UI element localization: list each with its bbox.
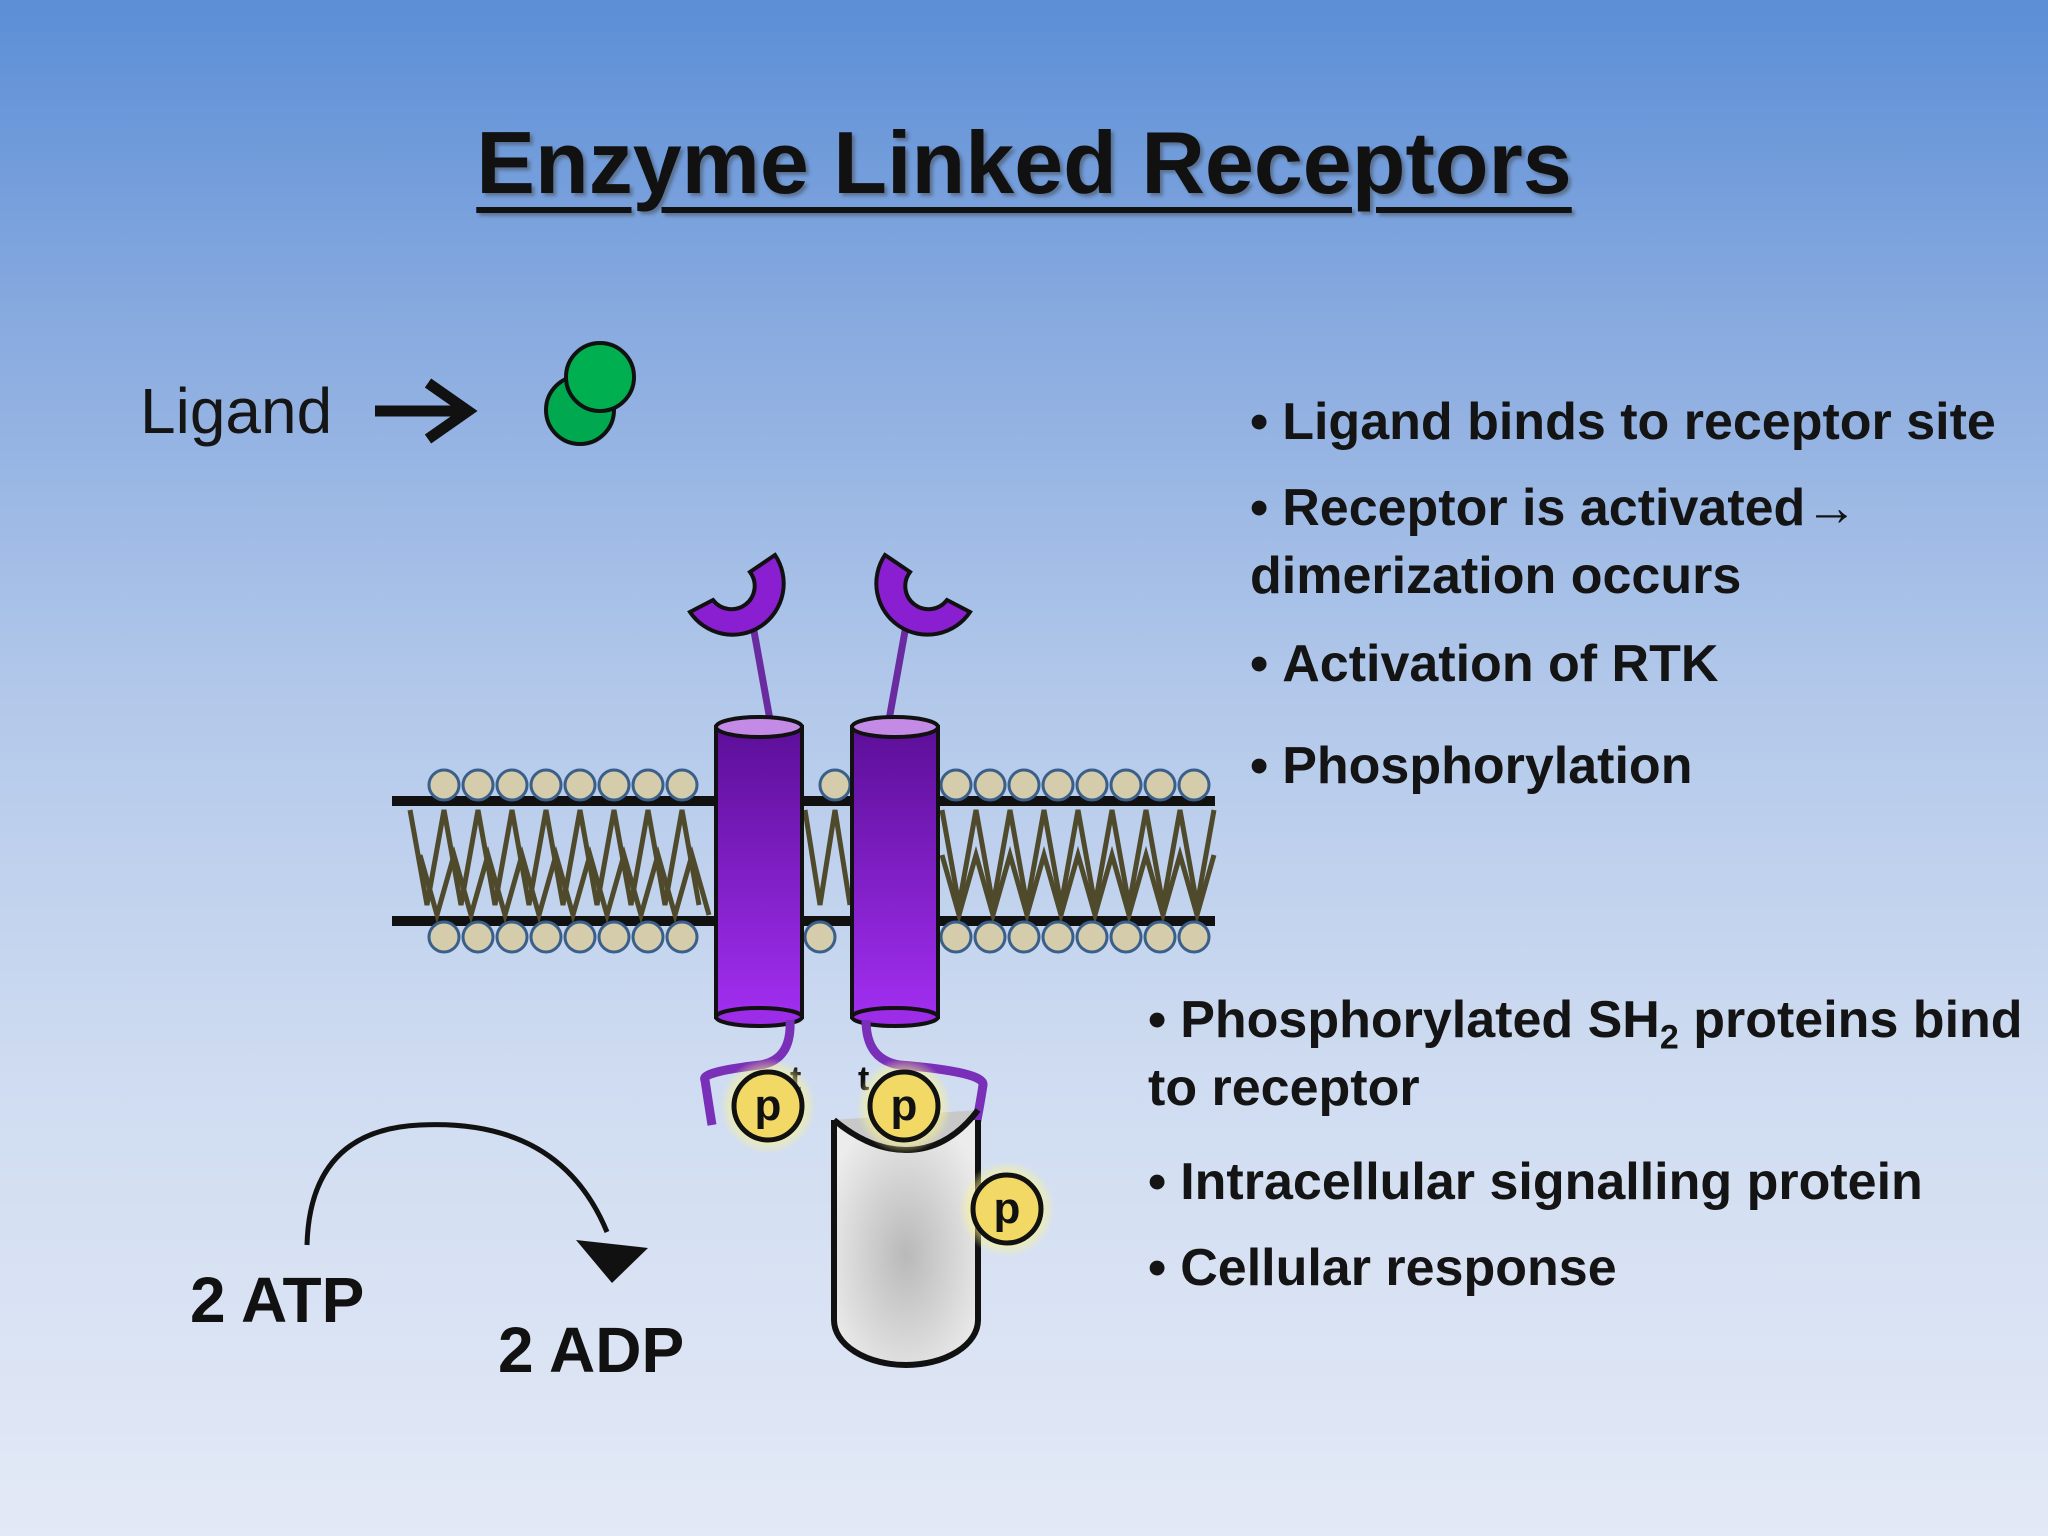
- bullet-item: •Ligand binds to receptor site: [1250, 393, 1996, 451]
- bullet-item: •Phosphorylation: [1250, 737, 1693, 795]
- phospholipid-head: [665, 920, 699, 954]
- receptor-left: [714, 715, 804, 1028]
- svg-text:p: p: [755, 1081, 782, 1130]
- phospholipid-head: [939, 920, 973, 954]
- phospholipid-head: [597, 768, 631, 802]
- phospholipid-head: [1177, 768, 1211, 802]
- phospholipid-head: [529, 768, 563, 802]
- receptor-binding-site-left: [687, 552, 786, 721]
- ligand-arrow-icon: [375, 378, 478, 444]
- phospholipid-head: [939, 768, 973, 802]
- phospholipid-head: [1109, 920, 1143, 954]
- phospholipid-head: [803, 920, 837, 954]
- phospholipid-head: [631, 768, 665, 802]
- bullet-list-upper: •Ligand binds to receptor site •Receptor…: [1250, 388, 2010, 818]
- atp-adp-arrow-icon: [304, 1122, 648, 1283]
- bullet-item: •Cellular response: [1148, 1239, 1617, 1297]
- adp-label: 2 ADP: [498, 1314, 684, 1386]
- phospholipid-head: [1041, 920, 1075, 954]
- phospholipid-head: [1177, 920, 1211, 954]
- phospholipid-head: [495, 768, 529, 802]
- svg-text:p: p: [891, 1081, 918, 1130]
- receptor-tail-left: [700, 1019, 795, 1126]
- svg-text:p: p: [994, 1184, 1021, 1233]
- phospholipid-head: [631, 920, 665, 954]
- cell-membrane: [392, 768, 1217, 954]
- phospholipid-head: [973, 768, 1007, 802]
- phospholipid-head: [461, 920, 495, 954]
- phospholipid-head: [1143, 768, 1177, 802]
- phospholipid-head: [427, 768, 461, 802]
- phospholipid-head: [1007, 920, 1041, 954]
- receptor-tail-right: [861, 1019, 988, 1131]
- receptor-right: [850, 715, 940, 1028]
- phosphate-group-protein: p: [959, 1161, 1055, 1257]
- phospholipid-head: [495, 920, 529, 954]
- phosphate-group-left: p: [720, 1058, 816, 1154]
- ligand-molecule: [544, 341, 636, 446]
- phospholipid-head: [597, 920, 631, 954]
- phospholipid-head: [563, 920, 597, 954]
- slide-title: Enzyme Linked Receptors: [476, 113, 1572, 212]
- phospholipid-head: [427, 920, 461, 954]
- tail-tick-right: t: [858, 1060, 869, 1098]
- phospholipid-tail: [417, 845, 712, 925]
- phospholipid-head: [1041, 768, 1075, 802]
- phospholipid-tail: [802, 809, 853, 906]
- phospholipid-head: [1143, 920, 1177, 954]
- phospholipid-head: [1109, 768, 1143, 802]
- phospholipid-head: [1075, 768, 1109, 802]
- bullet-item: •Intracellular signalling protein: [1148, 1153, 1923, 1211]
- phospholipid-head: [1007, 768, 1041, 802]
- phospholipid-head: [563, 768, 597, 802]
- phospholipid-head: [818, 768, 852, 802]
- phospholipid-head: [1075, 920, 1109, 954]
- phospholipid-tail: [939, 809, 1217, 906]
- phospholipid-head: [973, 920, 1007, 954]
- bullet-item: •Phosphorylated SH2 proteins bind to rec…: [1148, 991, 2023, 1117]
- phospholipid-tail: [939, 845, 1217, 925]
- atp-label: 2 ATP: [190, 1264, 364, 1336]
- ligand-label: Ligand: [140, 375, 332, 447]
- phospholipid-head: [461, 768, 495, 802]
- phospholipid-head: [665, 768, 699, 802]
- phosphate-group-right: p: [856, 1058, 952, 1154]
- bullet-list-lower: •Phosphorylated SH2 proteins bind to rec…: [1148, 986, 2028, 1320]
- phospholipid-head: [529, 920, 563, 954]
- receptor-binding-site-right: [874, 552, 973, 721]
- bullet-item: •Activation of RTK: [1250, 635, 1719, 693]
- bullet-item: •Receptor is activated→ dimerization occ…: [1250, 479, 1858, 605]
